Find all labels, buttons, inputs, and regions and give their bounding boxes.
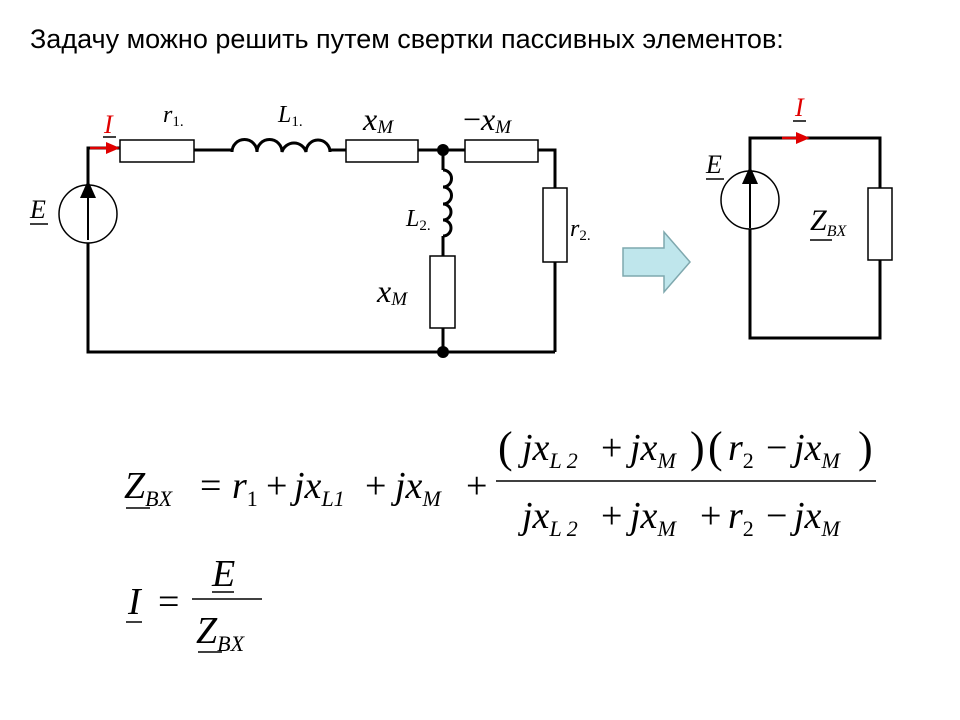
current-label: I — [103, 110, 114, 139]
fz-num-jxm: jxM — [625, 427, 677, 473]
fz-plus2: + — [365, 465, 386, 507]
eq-source-arrowhead-icon — [742, 166, 758, 184]
formula-i: I = E ZBX — [127, 553, 262, 656]
label-r2: r2. — [570, 216, 591, 244]
fi-num: E — [211, 553, 235, 595]
fz-num-jxl2: jxL 2 — [517, 427, 578, 473]
source-arrowhead-icon — [80, 180, 96, 198]
circuit-diagram — [86, 146, 557, 354]
fz-den-jxl2: jxL 2 — [517, 495, 578, 541]
eq-current-label: I — [794, 93, 805, 122]
fz-num-open1: ( — [498, 423, 513, 472]
transform-arrow-icon — [622, 229, 691, 295]
fz-den-jxm2: jxM — [789, 495, 841, 541]
resistor-r1 — [119, 139, 195, 163]
eq-impedance-label: ZBX — [810, 204, 847, 240]
node-top — [437, 144, 449, 156]
resistor-neg-xm — [464, 139, 539, 163]
label-neg-xm: −xM — [463, 101, 512, 138]
fz-lhs: ZBX — [124, 465, 174, 511]
fz-den-r2: r2 — [728, 495, 754, 541]
page-title: Задачу можно решить путем свертки пассив… — [30, 24, 784, 54]
wire-negxM-right — [538, 148, 557, 188]
source-label: E — [29, 195, 46, 224]
label-xm-top: xM — [362, 101, 394, 138]
fz-plus3: + — [466, 465, 487, 507]
label-L2: L2. — [405, 206, 431, 234]
eq-source-label: E — [705, 150, 722, 179]
fz-r1: r1 — [232, 465, 258, 511]
fi-eq: = — [158, 581, 179, 623]
label-r1: r1. — [163, 102, 184, 130]
fz-eq: = — [200, 465, 221, 507]
formula-z: ZBX = r1 + jxL1 + jxM + ( jxL 2 + jxM ) … — [124, 423, 876, 541]
resistor-xm-bottom — [429, 255, 456, 329]
fz-plus1: + — [266, 465, 287, 507]
fz-num-close2: ) — [858, 423, 873, 472]
fz-den-jxm: jxM — [625, 495, 677, 541]
current-arrowhead-icon — [106, 142, 120, 154]
fz-num-plus: + — [601, 427, 622, 469]
fz-jxm: jxM — [390, 465, 442, 511]
fz-num-r2: r2 — [728, 427, 754, 473]
fz-den-plus2: + — [700, 495, 721, 537]
resistor-xm-top — [345, 139, 419, 163]
fz-den-plus1: + — [601, 495, 622, 537]
wire-left — [86, 146, 120, 186]
fz-num-close1: ) — [690, 423, 705, 472]
fi-den: ZBX — [196, 610, 246, 656]
label-L1: L1. — [277, 102, 303, 130]
node-bottom — [437, 346, 449, 358]
fz-den-minus: − — [766, 495, 787, 537]
fz-num-open2: ( — [708, 423, 723, 472]
eq-impedance-zbx — [867, 187, 893, 261]
eq-wire-bottom — [748, 228, 882, 340]
fi-lhs: I — [127, 581, 143, 623]
inductor-L2 — [442, 168, 453, 238]
equivalent-circuit — [748, 136, 882, 340]
eq-current-arrowhead-icon — [796, 132, 810, 144]
label-xm-bottom: xM — [376, 273, 408, 310]
fz-jxl1: jxL1 — [289, 465, 345, 511]
resistor-r2 — [542, 187, 568, 263]
inductor-L1 — [230, 138, 332, 153]
fz-num-jxm2: jxM — [789, 427, 841, 473]
fz-num-minus: − — [766, 427, 787, 469]
eq-wire-top — [748, 136, 882, 188]
wire-left-bottom — [86, 242, 555, 354]
